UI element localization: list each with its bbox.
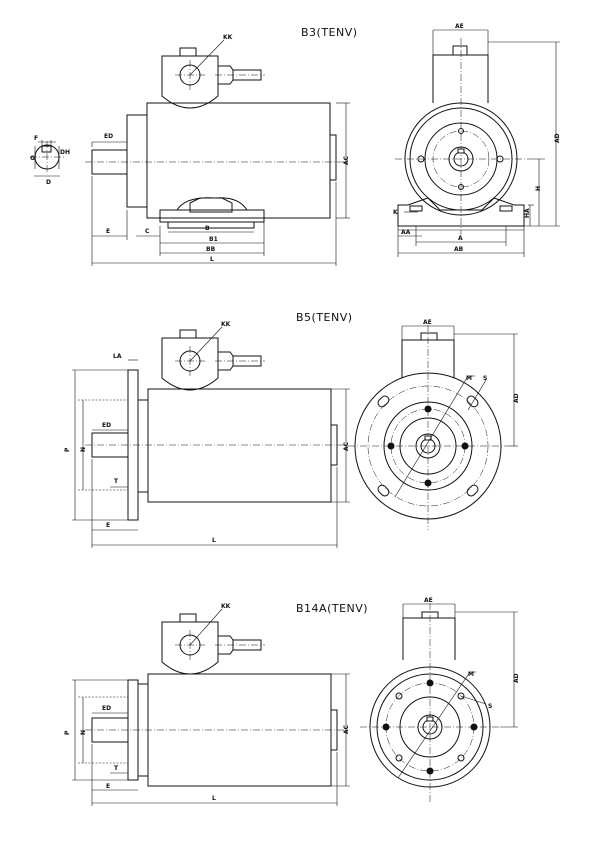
b3-label-f: F <box>34 135 38 142</box>
b3-label-ha: HA <box>524 208 531 218</box>
b5-label-ac: AC <box>343 441 350 451</box>
b14a-label-n: N <box>80 730 87 735</box>
b14a-label-ad: AD <box>513 673 520 683</box>
b14a-label-s: S <box>488 703 492 710</box>
b3-end-view: AE AD H HA K AA A AB <box>393 23 561 257</box>
b14a-title: B14A(TENV) <box>296 602 368 615</box>
b5-label-n: N <box>80 447 87 452</box>
b3-label-ed: ED <box>104 133 113 140</box>
b5-label-p: P <box>64 447 71 452</box>
b3-label-d: D <box>46 179 51 186</box>
b3-label-h: H <box>535 186 542 191</box>
b3-label-kk: KK <box>223 34 233 41</box>
b14a-label-kk: KK <box>221 603 231 610</box>
b3-label-b1: B1 <box>209 236 218 243</box>
b3-label-dh: DH <box>60 149 70 156</box>
b5-label-e: E <box>106 522 110 529</box>
b5-label-l: L <box>212 537 216 544</box>
b5-label-ad: AD <box>513 393 520 403</box>
b3-label-ad: AD <box>554 133 561 143</box>
b5-label-ed: ED <box>102 422 111 429</box>
b3-label-k: K <box>393 209 398 216</box>
b3-label-ac: AC <box>343 155 350 165</box>
b3-title: B3(TENV) <box>301 26 358 39</box>
b5-label-kk: KK <box>221 321 231 328</box>
b5-label-s: S <box>483 375 487 382</box>
b14a-label-ed: ED <box>102 705 111 712</box>
b3-label-b: B <box>205 225 210 232</box>
b3-label-a: A <box>458 235 463 242</box>
b3-side-view: KK ED E C B B1 BB L AC <box>85 34 350 266</box>
b14a-label-m: M <box>468 671 474 678</box>
b3-view-group: B3(TENV) F G DH D <box>30 23 561 266</box>
b14a-label-l: L <box>212 795 216 802</box>
b3-label-ae: AE <box>455 23 464 30</box>
b3-label-c: C <box>145 228 150 235</box>
b14a-side-view: KK P N ED T E L AC <box>64 603 350 806</box>
b14a-label-ac: AC <box>343 724 350 734</box>
b3-label-l: L <box>210 256 214 263</box>
b5-view-group: B5(TENV) KK LA <box>64 311 520 548</box>
b3-label-aa: AA <box>401 229 411 236</box>
b14a-label-ae: AE <box>424 597 433 604</box>
b14a-label-p: P <box>64 730 71 735</box>
b3-shaft-key-detail: F G DH D <box>30 135 70 186</box>
b5-label-la: LA <box>113 353 122 360</box>
b3-label-ab: AB <box>454 246 464 253</box>
b3-label-bb: BB <box>206 246 216 253</box>
b5-end-view: M S AE AD <box>348 319 520 530</box>
b14a-label-t: T <box>114 765 119 772</box>
b5-title: B5(TENV) <box>296 311 353 324</box>
b14a-label-e: E <box>106 783 110 790</box>
b5-side-view: KK LA P N ED T E L AC <box>64 321 350 548</box>
b5-label-ae: AE <box>423 319 432 326</box>
b5-label-m: M <box>466 375 472 382</box>
b5-label-t: T <box>114 478 119 485</box>
b14a-end-view: M S AE AD <box>360 597 520 803</box>
b3-label-g: G <box>30 155 35 162</box>
b14a-view-group: B14A(TENV) KK P <box>64 597 520 806</box>
b3-label-e: E <box>106 228 110 235</box>
